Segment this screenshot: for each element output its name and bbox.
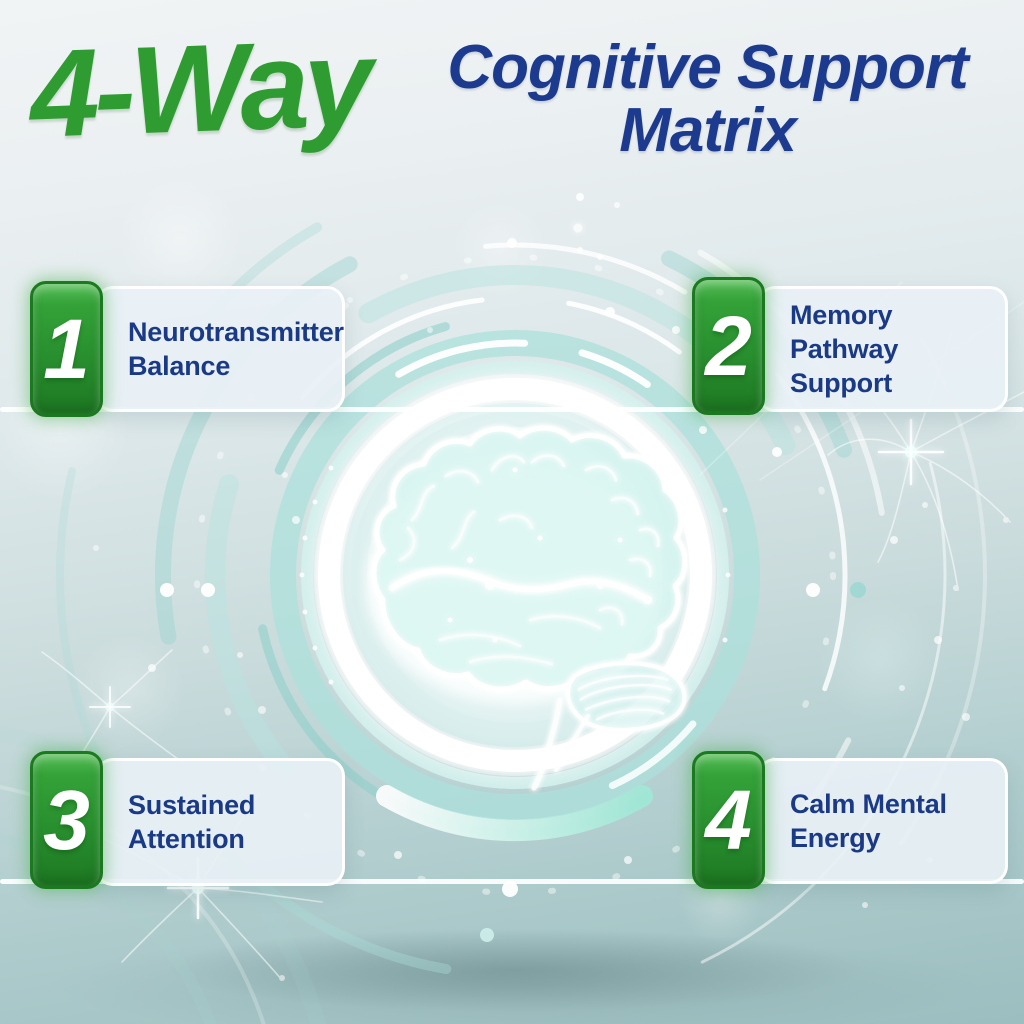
feature-number-badge-4: 4 xyxy=(692,751,765,889)
feature-label-3: Sustained Attention xyxy=(128,788,255,856)
feature-number-2: 2 xyxy=(705,298,752,393)
feature-label-4-line2: Energy xyxy=(790,823,881,853)
feature-number-badge-1: 1 xyxy=(30,281,103,417)
feature-label-4-line1: Calm Mental xyxy=(790,788,947,819)
feature-number-3: 3 xyxy=(43,772,90,867)
feature-label-1-line2: Balance xyxy=(128,351,231,381)
page-title: Cognitive Support Matrix xyxy=(400,36,1015,162)
floor-shadow xyxy=(45,928,985,1024)
accent-dots xyxy=(44,193,970,942)
feature-label-1: Neurotransmitter Balance xyxy=(128,315,344,383)
feature-panel-4: Calm Mental Energy xyxy=(757,758,1008,884)
title-prefix: 4-Way xyxy=(27,14,371,164)
feature-label-3-line2: Attention xyxy=(128,824,245,854)
feature-number-4: 4 xyxy=(705,772,752,867)
feature-label-2: Memory Pathway Support xyxy=(790,298,1005,400)
feature-panel-1: Neurotransmitter Balance xyxy=(95,286,345,412)
feature-number-badge-3: 3 xyxy=(30,751,103,889)
title-line2: Matrix xyxy=(619,96,797,166)
brain-icon xyxy=(365,425,688,791)
card-underline-row2 xyxy=(0,879,1024,884)
title-line1: Cognitive Support xyxy=(447,33,968,102)
feature-label-1-line1: Neurotransmitter xyxy=(128,316,344,347)
feature-label-2-line1: Memory Pathway xyxy=(790,299,899,364)
feature-number-1: 1 xyxy=(43,301,90,396)
feature-label-2-line2: Support xyxy=(790,368,893,398)
feature-panel-2: Memory Pathway Support xyxy=(757,286,1008,412)
feature-number-badge-2: 2 xyxy=(692,277,765,415)
feature-label-3-line1: Sustained xyxy=(128,789,256,820)
sparkles xyxy=(89,223,945,920)
feature-label-4: Calm Mental Energy xyxy=(790,787,947,855)
feature-panel-3: Sustained Attention xyxy=(95,758,345,886)
card-underline-row1 xyxy=(0,407,1024,412)
